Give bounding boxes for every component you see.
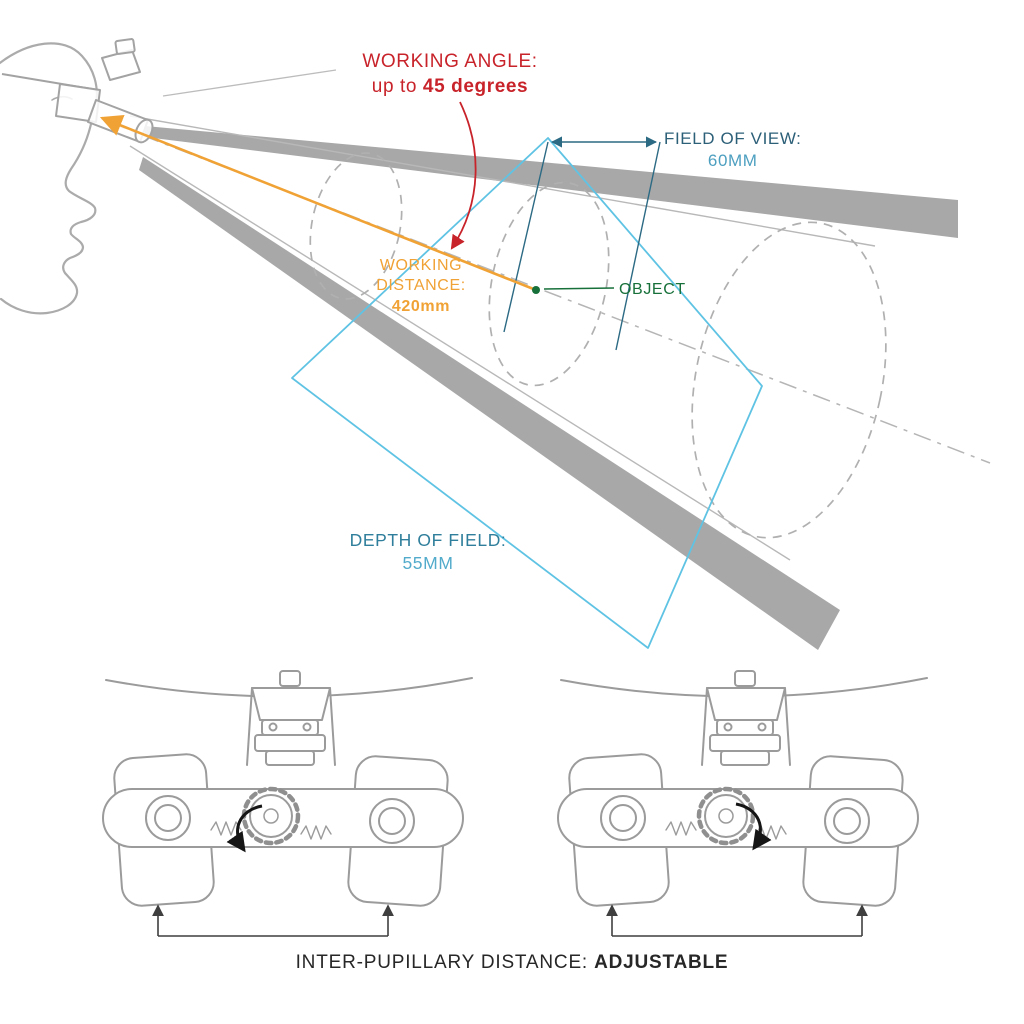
face-outline [0,42,98,315]
inter-pupillary-value: ADJUSTABLE [594,952,729,973]
field-of-view-value: 60MM [707,151,758,171]
working-angle-prefix: up to [371,75,423,97]
ipd-bracket-right [606,904,868,937]
mechanism-left-illustration [103,671,472,907]
working-angle-title: WORKING ANGLE: [362,51,538,72]
working-angle-leader [162,69,337,97]
inter-pupillary-caption: INTER-PUPILLARY DISTANCE: ADJUSTABLE [0,951,1024,976]
working-angle-value-line: up to 45 degrees [362,75,537,100]
light-beam-wedges [139,126,958,650]
fov-extension-right [615,141,661,351]
depth-of-field-plane [291,137,763,649]
working-angle-arc-arrow [450,101,477,250]
depth-of-field-title: DEPTH OF FIELD: [349,530,507,550]
depth-of-field-value: 55MM [402,552,454,573]
rotation-arrow-right [735,802,772,851]
field-ellipse-far [691,221,887,539]
working-distance-line1: WORKING [379,257,463,274]
head-profile-illustration [0,42,98,315]
object-dot [532,286,540,294]
field-of-view-title: FIELD OF VIEW: [664,129,802,148]
field-of-view-dimension [503,136,661,351]
working-distance-arrow [99,115,537,292]
field-ellipse-mid [488,181,610,387]
working-angle-value: 45 degrees [422,75,529,97]
fov-extension-left [503,141,549,333]
working-distance-label: WORKING DISTANCE: 420mm [376,256,466,317]
working-angle-label: WORKING ANGLE: up to 45 degrees [362,50,537,99]
rotation-arrow-left [226,804,263,853]
inter-pupillary-label: INTER-PUPILLARY DISTANCE: [295,952,595,973]
lower-beam [139,157,840,650]
working-distance-value: 420mm [391,297,451,315]
object-marker [532,286,615,294]
depth-of-field-label: DEPTH OF FIELD: 55MM [350,529,507,575]
ipd-bracket-left [152,904,394,937]
mechanism-right-illustration [558,671,927,907]
object-leader-line [543,287,615,290]
object-label: OBJECT [619,281,686,298]
working-distance-line2: DISTANCE: [376,277,466,295]
field-of-view-label: FIELD OF VIEW: 60MM [664,128,802,172]
mount-screw-block [114,38,136,55]
